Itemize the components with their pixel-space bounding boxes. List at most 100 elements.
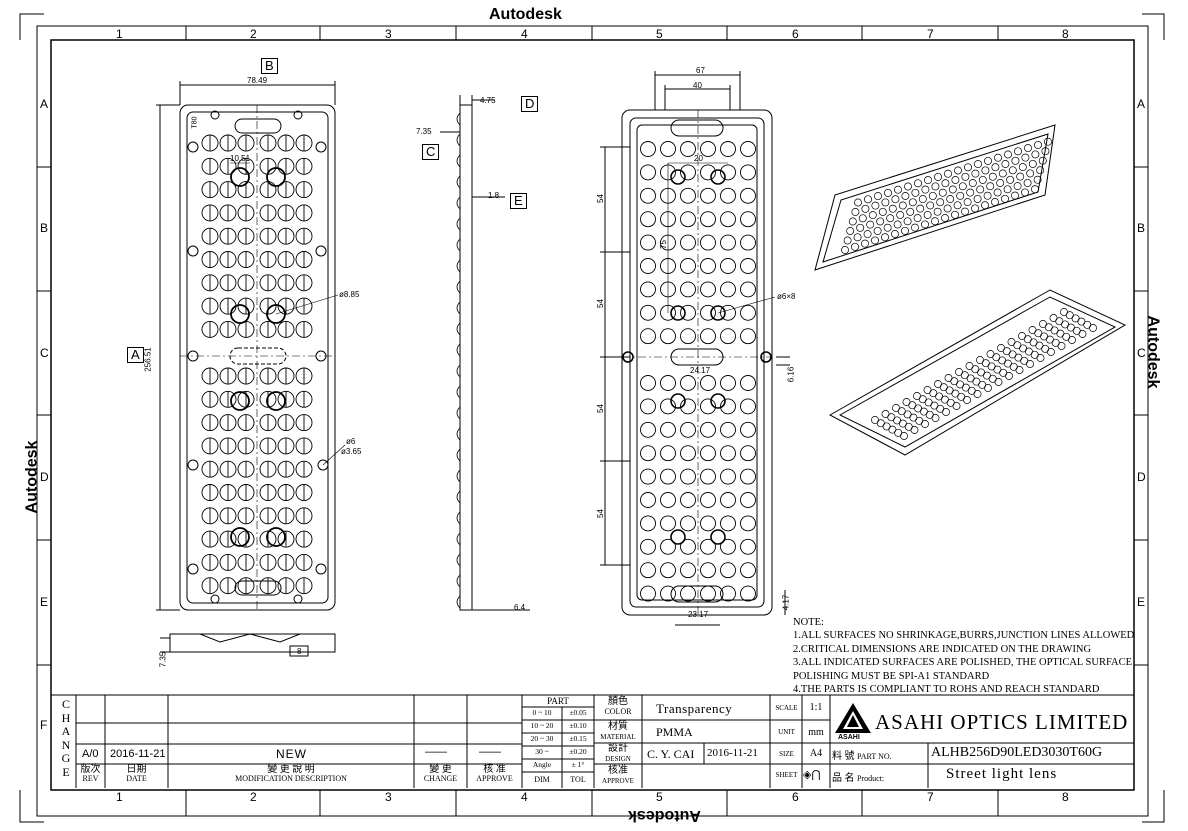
lens-circle — [640, 375, 656, 391]
iso-lens — [994, 378, 1003, 386]
lens-profile — [456, 427, 461, 441]
lens-profile — [456, 154, 461, 168]
iso-lens — [891, 230, 899, 238]
side-view-label-d: D — [521, 96, 539, 112]
lens-circle — [720, 468, 736, 485]
lens-circle — [740, 141, 756, 157]
iso-lens — [981, 201, 989, 210]
lens-circle — [720, 375, 736, 391]
iso-lens — [963, 396, 971, 404]
lens-profile — [456, 112, 461, 126]
lens-circle — [680, 211, 696, 228]
material-label-en: MATERIAL — [600, 733, 636, 741]
iso-lens — [871, 201, 880, 210]
lens-profile — [456, 259, 461, 273]
iso-lens — [943, 204, 952, 213]
iso-lens — [1057, 342, 1066, 350]
lens-circle — [680, 445, 696, 462]
lens-circle — [680, 141, 696, 157]
iso-lens — [921, 420, 929, 428]
lens-circle — [700, 258, 716, 274]
lens-circle — [720, 281, 736, 298]
iso-lens — [931, 217, 939, 226]
lens-circle — [700, 141, 716, 157]
zone-col-4-bottom: 4 — [521, 790, 528, 804]
iso-lens — [1047, 348, 1055, 356]
iso-lens — [854, 198, 862, 207]
note-line: 4.THE PARTS IS COMPLIANT TO ROHS AND REA… — [793, 684, 1100, 696]
iso-lens — [881, 198, 890, 207]
lens-circle — [700, 398, 716, 415]
iso-lens — [921, 185, 930, 194]
lens-circle — [640, 258, 656, 274]
partno-label: 料 號 PART NO. — [832, 747, 892, 762]
lens-circle — [640, 187, 656, 204]
iso-lens — [1006, 175, 1015, 184]
hdr-change-en: CHANGE — [423, 774, 458, 783]
iso-lens — [904, 182, 912, 191]
iso-lens — [1031, 150, 1040, 159]
change-letter: N — [61, 737, 71, 752]
note-line: 2.CRITICAL DIMENSIONS ARE INDICATED ON T… — [793, 643, 1092, 655]
iso-lens — [998, 169, 1007, 178]
lens-circle — [700, 585, 716, 602]
back-dim-hole: ø6×8 — [777, 292, 796, 301]
iso-lens — [984, 384, 992, 392]
lens-circle — [720, 234, 736, 251]
lens-profile — [456, 280, 461, 294]
lens-circle — [740, 445, 756, 462]
lens-profile — [456, 553, 461, 567]
hdr-desc: 變 更 說 明 MODIFICATION DESCRIPTION — [168, 765, 414, 784]
iso-lens — [1038, 156, 1047, 165]
iso-lens — [931, 414, 940, 422]
iso-lens — [988, 172, 997, 181]
lens-circle — [640, 304, 656, 321]
product-label-cn: 品 名 — [832, 773, 855, 784]
unit-value: mm — [808, 727, 824, 738]
side-dim-bottom: 6.4 — [514, 603, 526, 612]
lens-circle — [660, 398, 676, 415]
zone-row-b-left: B — [40, 221, 49, 235]
lens-circle — [720, 562, 736, 579]
iso-lens — [928, 191, 937, 200]
lens-circle — [700, 492, 716, 508]
tol-val-3: ±0.20 — [569, 747, 587, 756]
lens-circle — [660, 492, 676, 508]
lens-circle — [700, 375, 716, 391]
zone-row-b-right: B — [1137, 221, 1146, 235]
lens-profile — [456, 448, 461, 462]
iso-lens — [871, 236, 879, 245]
lens-circle — [680, 515, 696, 532]
note-line: POLISHING MUST BE SPI-A1 STANDARD — [793, 670, 990, 682]
unit-label: UNIT — [778, 728, 795, 736]
back-dim-20: 20 — [694, 154, 703, 163]
iso-lens — [1008, 166, 1017, 175]
lens-circle — [640, 492, 656, 508]
lens-circle — [740, 375, 756, 391]
lens-circle — [720, 304, 736, 321]
iso-lens — [924, 176, 932, 185]
lens-circle — [700, 304, 716, 321]
iso-lens — [1034, 140, 1042, 149]
zone-col-1-top: 1 — [116, 27, 123, 41]
product-label-en: Product: — [857, 774, 885, 783]
lens-circle — [740, 468, 756, 485]
lens-circle — [640, 141, 656, 157]
iso-lens — [1004, 150, 1012, 159]
iso-lens — [1023, 178, 1032, 187]
lens-circle — [720, 492, 736, 508]
iso-lens — [933, 207, 942, 216]
lens-profile — [456, 217, 461, 231]
lens-circle — [720, 538, 736, 555]
side-view-label-c: C — [422, 144, 440, 160]
iso-lens — [861, 204, 870, 213]
side-view-drawing — [440, 95, 530, 611]
color-label: 顏色 COLOR — [594, 697, 642, 717]
product-value: Street light lens — [946, 766, 1058, 782]
zone-col-6-bottom: 6 — [792, 790, 799, 804]
iso-lens — [951, 176, 960, 184]
lens-circle — [680, 562, 696, 579]
partno-label-cn: 料 號 — [832, 751, 855, 762]
iso-lens — [1026, 169, 1035, 178]
lens-circle — [740, 328, 756, 345]
